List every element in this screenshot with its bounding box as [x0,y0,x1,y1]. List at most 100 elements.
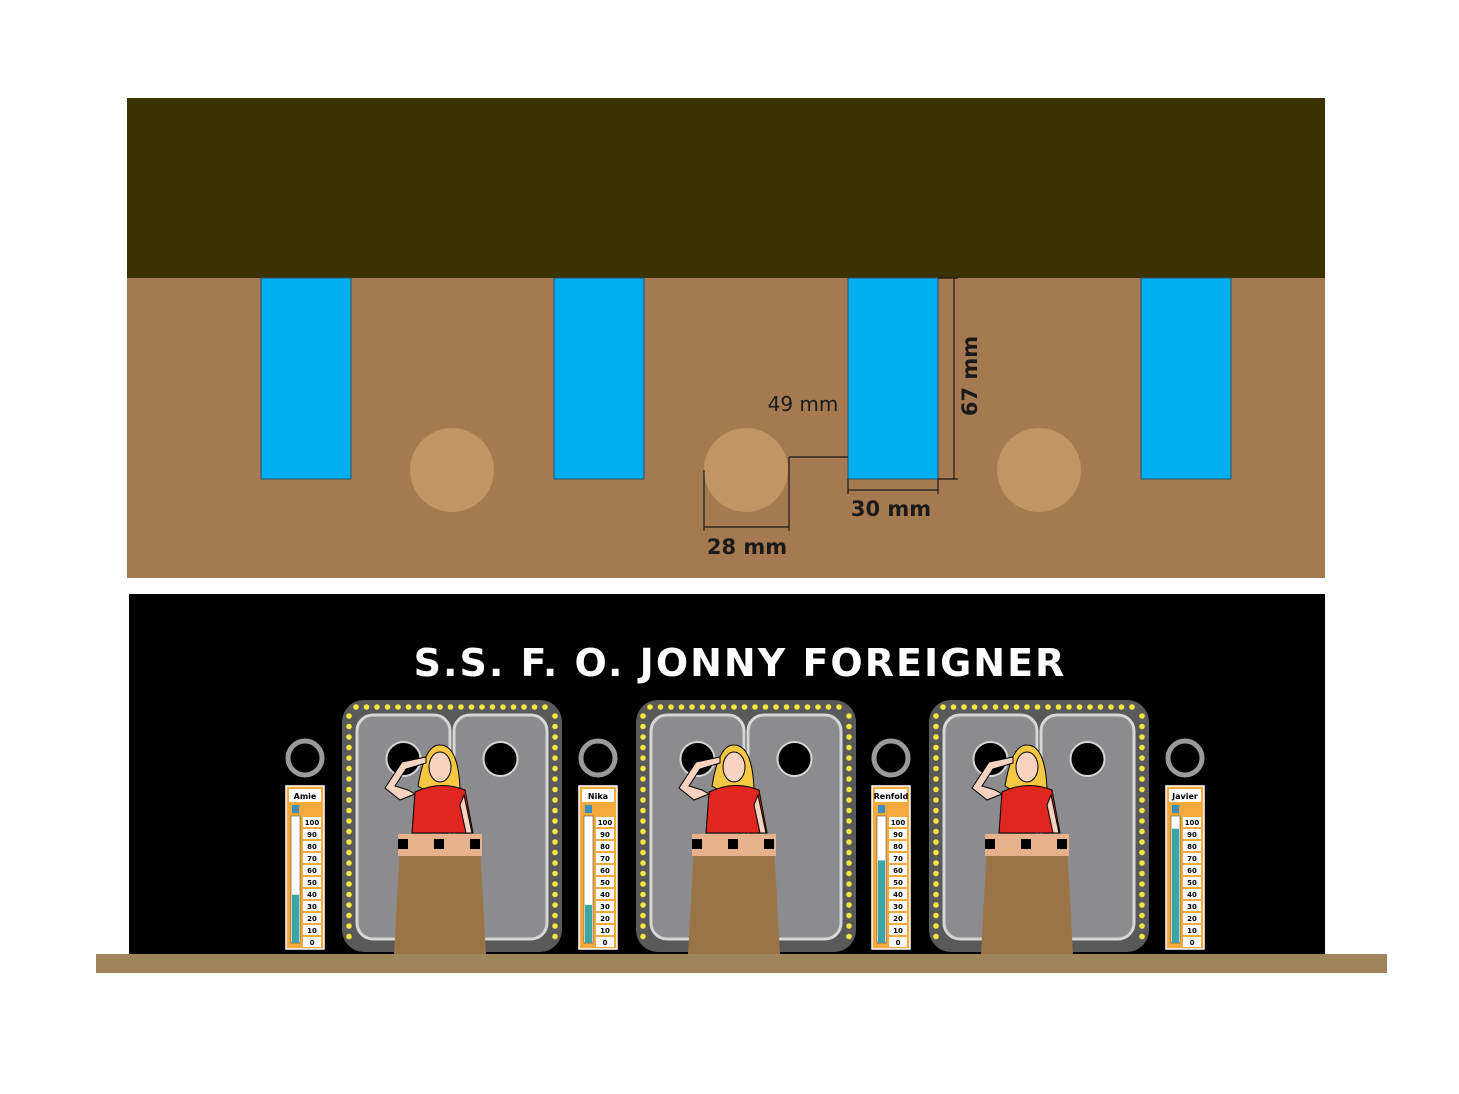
meter-tick-box [303,889,321,899]
meter-tick-box [596,841,614,851]
window-cutout-3 [847,277,939,480]
meter-tick-label: 80 [600,843,610,851]
meter-level [292,894,299,943]
meter-tick-label: 30 [893,903,903,911]
bulb [933,755,939,761]
bulb [640,723,646,730]
bulb [1003,704,1009,710]
bulb [1139,807,1145,814]
bulb [846,912,852,919]
bulb [510,704,517,710]
bulb [1097,704,1104,710]
podium-body [394,845,486,954]
bulb [640,818,646,824]
bulb [1139,881,1145,887]
meter-tick-box [596,865,614,875]
meter-tick-box [596,877,614,887]
bulb [552,902,558,908]
arm [753,793,767,834]
bulb [846,923,852,929]
bulb [804,704,811,710]
meter-name-label: Amie [294,792,317,801]
meter-nameplate [289,789,321,802]
meter-tick-box [303,817,321,827]
bulb [416,704,422,710]
bulb [846,797,852,803]
bulb [552,881,558,887]
bulb [552,839,558,845]
bulb [933,923,939,929]
bulb [640,828,646,835]
bulb [640,933,646,940]
bulb [933,713,939,719]
meter-tick-box [596,853,614,863]
bulb [647,704,653,710]
bulb [374,704,380,710]
bulb [640,923,646,929]
bulb [500,704,506,710]
podium-panel [764,839,774,849]
meter-tick-box [596,817,614,827]
meter-tick-label: 60 [893,867,903,875]
bulb [846,933,852,940]
bulb [346,891,352,898]
meter-tick-label: 40 [307,891,317,899]
bulb [346,860,352,866]
bulb [346,786,352,793]
hole-dimension-label: 28 mm [707,535,787,559]
meter-tick-box [1183,829,1201,839]
door-window [1069,741,1106,777]
bulb [552,870,558,877]
meter-tick-label: 40 [893,891,903,899]
podium-body [981,845,1073,954]
saluting-arm [384,756,427,801]
bulb [552,713,558,719]
bulb [846,755,852,761]
meter-tick-label: 20 [600,915,610,923]
meter-tick-box [596,937,614,947]
bulb [933,902,939,908]
meter-tick-box [1183,877,1201,887]
bulb [1139,797,1145,803]
arm [459,793,473,834]
meter-tick-box [889,937,907,947]
bulb [710,704,716,710]
meter-cap-icon [292,805,299,813]
bulb [346,849,352,856]
bulb [773,704,779,710]
bulb [640,860,646,866]
bulb [846,723,852,730]
bulb [552,912,558,919]
width-dimension-label: 30 mm [851,497,931,521]
bulb [933,870,939,877]
bulb [552,807,558,814]
meter-tick-box [889,865,907,875]
bulb [346,734,352,740]
meter-tick-label: 80 [893,843,903,851]
bulb [846,734,852,740]
bulb [1139,902,1145,908]
bulb [846,839,852,845]
bulb [468,704,475,710]
window-cutout-4 [1140,277,1232,480]
bulb [846,902,852,908]
podium-panel [1021,839,1031,849]
meter-tick-label: 0 [1190,939,1195,947]
bulb [531,704,538,710]
bulb [395,704,401,710]
meter-tick-box [1183,865,1201,875]
bulb [1076,704,1083,710]
bulb [971,704,978,710]
bulb [1139,786,1145,793]
bulb [933,807,939,814]
ship-scene: S.S. F. O. JONNY FOREIGNER Amie100908070… [96,594,1387,973]
bulb [640,713,646,719]
meter-tick-label: 10 [600,927,610,935]
dress [705,785,768,834]
meter-tick-label: 10 [1187,927,1197,935]
bulb [552,755,558,761]
bulb [933,744,939,751]
dress [998,785,1061,834]
meter-tick-box [1183,853,1201,863]
